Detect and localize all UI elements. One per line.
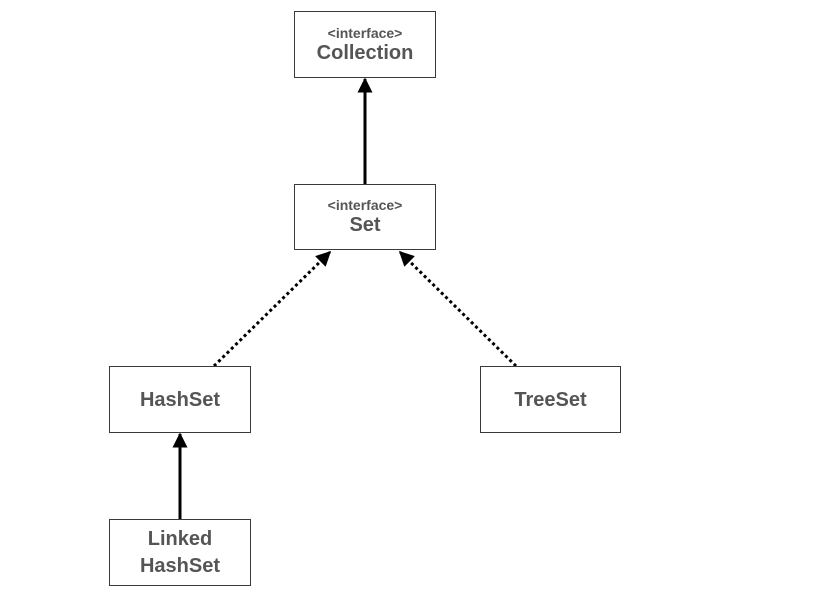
linkedhashset-label-line2: HashSet: [139, 554, 221, 577]
collection-label: Collection: [316, 41, 414, 64]
linkedhashset-node: Linked HashSet: [109, 519, 251, 586]
hashset-label: HashSet: [139, 388, 221, 411]
hashset-node: HashSet: [109, 366, 251, 433]
collection-node: <interface> Collection: [294, 11, 436, 78]
set-stereotype: <interface>: [327, 197, 403, 213]
set-label: Set: [349, 214, 381, 236]
treeset-node: TreeSet: [480, 366, 621, 433]
edge-hashset-to-set: [212, 250, 332, 368]
collection-stereotype: <interface>: [327, 24, 403, 41]
set-node: <interface> Set: [294, 184, 436, 250]
edge-treeset-to-set: [398, 250, 518, 368]
linkedhashset-label-line1: Linked: [147, 527, 213, 550]
treeset-label: TreeSet: [514, 388, 587, 411]
